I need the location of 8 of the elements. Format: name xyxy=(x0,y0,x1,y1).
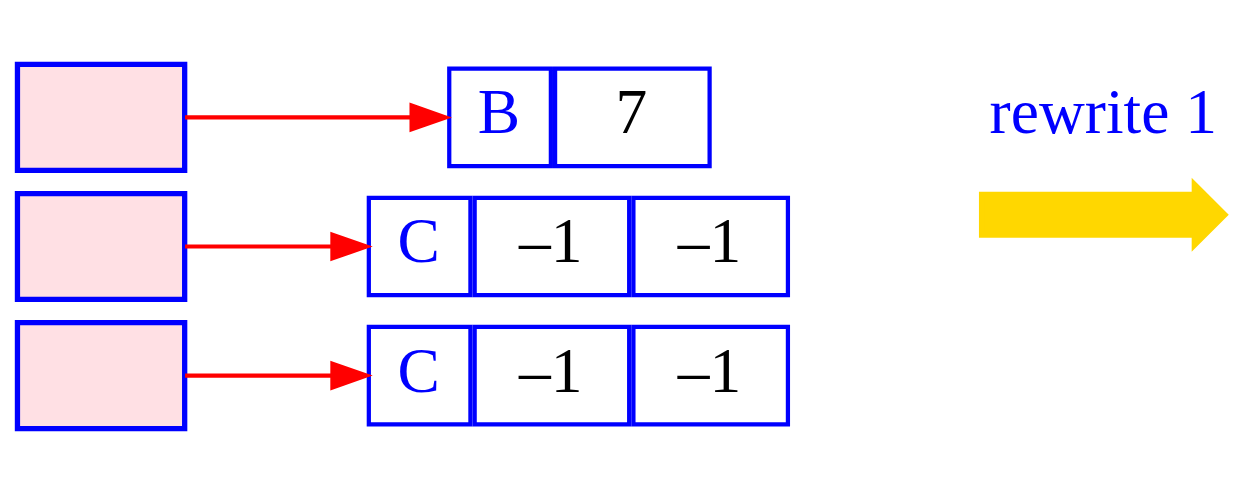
label: rewrite 1 xyxy=(989,75,1217,147)
node-box xyxy=(14,319,188,431)
arrow xyxy=(185,231,373,261)
node-arrow xyxy=(978,177,1229,252)
arrow xyxy=(185,360,373,390)
node-box xyxy=(14,61,188,173)
node-box xyxy=(14,190,188,302)
arrow xyxy=(185,102,452,132)
